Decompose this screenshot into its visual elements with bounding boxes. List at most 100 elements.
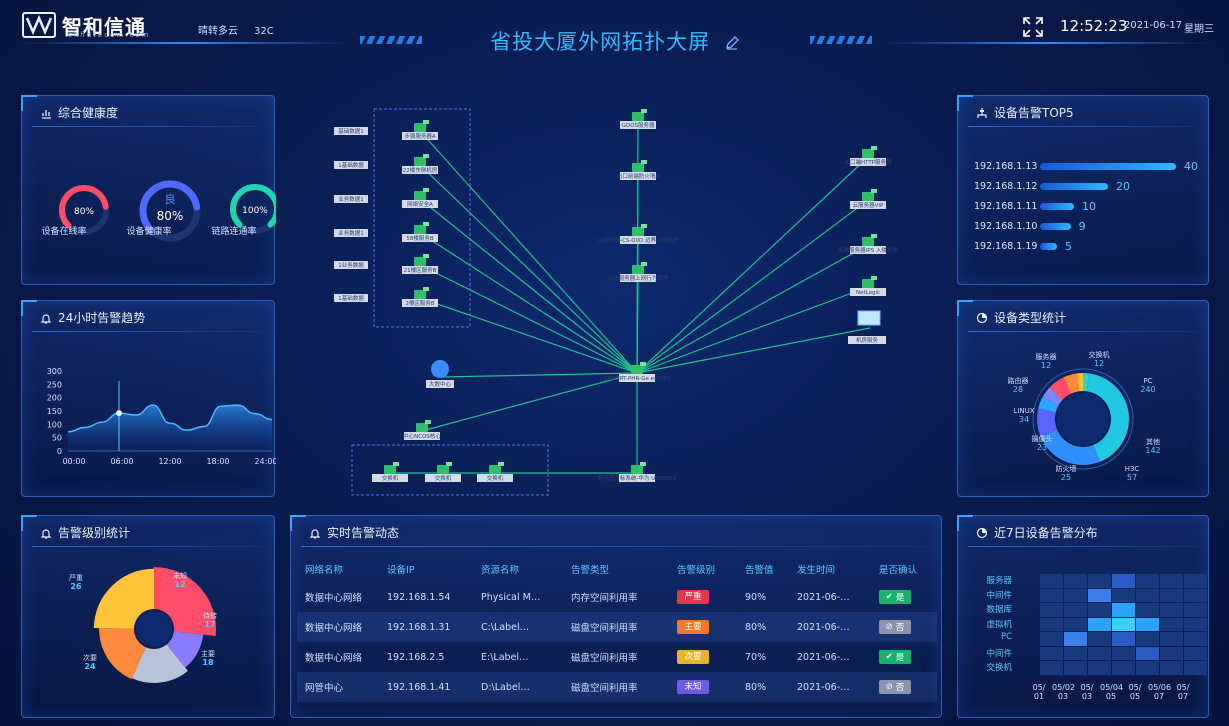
heat-cell[interactable] [1040, 632, 1063, 646]
device-node[interactable]: 云服务器VIP [850, 189, 886, 209]
device-node[interactable]: 步骤服务器A [402, 120, 438, 140]
heat-cell[interactable] [1112, 661, 1135, 675]
heat-cell[interactable] [1040, 588, 1063, 602]
heat-cell[interactable] [1064, 617, 1087, 631]
heat-cell[interactable] [1088, 574, 1111, 588]
device-node[interactable]: 22楼东侧机房 [402, 154, 438, 174]
heat-cell[interactable] [1040, 661, 1063, 675]
heat-cell[interactable] [1064, 661, 1087, 675]
pie-slice[interactable] [1049, 377, 1072, 400]
heat-cell[interactable] [1136, 603, 1159, 617]
heat-cell[interactable] [1112, 588, 1135, 602]
heat-cell[interactable] [1136, 617, 1159, 631]
device-node[interactable]: 21楼区服务B [402, 254, 438, 274]
device-node[interactable]: 云服务器-CS-D0D 边界入侵防护 [598, 224, 679, 244]
switch-node[interactable]: 交换机 [372, 462, 408, 482]
pie-slice[interactable] [1037, 408, 1058, 437]
heat-cell[interactable] [1112, 632, 1135, 646]
core-switch-node[interactable]: SPECIRT-PHR-Ge e-3750 [604, 362, 671, 382]
pie-slice[interactable] [1086, 373, 1129, 462]
heat-cell[interactable] [1064, 574, 1087, 588]
heat-cell[interactable] [1088, 617, 1111, 631]
heat-cell[interactable] [1160, 574, 1183, 588]
heat-cell[interactable] [1184, 661, 1207, 675]
col-header[interactable]: 发生时间 [797, 565, 836, 576]
col-header[interactable]: 资源名称 [481, 565, 520, 576]
col-header[interactable]: 告警级别 [677, 565, 716, 576]
pie-slice[interactable] [1083, 373, 1090, 392]
heat-cell[interactable] [1184, 588, 1207, 602]
heat-cell[interactable] [1136, 632, 1159, 646]
device-node[interactable]: 网络安全A [402, 188, 438, 208]
heat-cell[interactable] [1088, 632, 1111, 646]
col-header[interactable]: 网络名称 [305, 565, 344, 576]
heat-cell[interactable] [1160, 588, 1183, 602]
device-node[interactable]: 58楼服务B [402, 222, 438, 242]
heat-cell[interactable] [1184, 617, 1207, 631]
pie-slice[interactable] [1038, 396, 1059, 413]
heat-cell[interactable] [1160, 632, 1183, 646]
pie-slice[interactable] [1040, 429, 1100, 465]
switch-node[interactable]: 交换机 [477, 462, 513, 482]
device-node[interactable]: 服务器目标系统-华为 US5655S [598, 462, 677, 482]
heat-cell[interactable] [1112, 617, 1135, 631]
heat-cell[interactable] [1088, 661, 1111, 675]
heat-cell[interactable] [1160, 617, 1183, 631]
pie-slice[interactable] [154, 567, 216, 637]
heat-cell[interactable] [1088, 646, 1111, 660]
device-node[interactable]: 出端服务器上网行为管理 [608, 262, 669, 282]
heat-cell[interactable] [1184, 574, 1207, 588]
ack-button[interactable]: ⊘否 [879, 680, 911, 694]
ack-button[interactable]: ✔是 [879, 590, 911, 604]
heat-cell[interactable] [1064, 603, 1087, 617]
device-node[interactable]: 出端服务器IPS 入侵检测 [838, 234, 898, 254]
cursor-point[interactable] [116, 410, 122, 417]
heat-cell[interactable] [1160, 646, 1183, 660]
edit-icon[interactable] [724, 35, 740, 51]
heat-cell[interactable] [1040, 646, 1063, 660]
device-node[interactable]: NetLogic [850, 276, 886, 296]
heat-cell[interactable] [1184, 603, 1207, 617]
device-node[interactable]: 出口前端防火墙A [617, 160, 660, 180]
device-node[interactable]: 出口端HTTP服务器 [844, 146, 892, 166]
heat-cell[interactable] [1136, 574, 1159, 588]
fullscreen-icon[interactable] [1022, 16, 1044, 38]
heat-cell[interactable] [1064, 632, 1087, 646]
heat-cell[interactable] [1112, 603, 1135, 617]
heat-cell[interactable] [1160, 661, 1183, 675]
heat-cell[interactable] [1040, 574, 1063, 588]
col-header[interactable]: 告警值 [745, 565, 774, 576]
heat-cell[interactable] [1184, 632, 1207, 646]
heat-cell[interactable] [1136, 588, 1159, 602]
heat-cell[interactable] [1088, 603, 1111, 617]
heat-cell[interactable] [1184, 646, 1207, 660]
heat-cell[interactable] [1064, 646, 1087, 660]
heat-cell[interactable] [1136, 646, 1159, 660]
pie-slice[interactable] [93, 568, 154, 629]
heat-cell[interactable] [1064, 588, 1087, 602]
col-header[interactable]: 设备IP [387, 565, 415, 576]
col-header[interactable]: 是否确认 [879, 565, 918, 576]
pie-slice[interactable] [1076, 373, 1083, 392]
pie-slice[interactable] [1063, 373, 1080, 394]
device-node[interactable]: GOOS服务器 [620, 109, 656, 129]
col-header[interactable]: 告警类型 [571, 565, 610, 576]
heat-cell[interactable] [1136, 661, 1159, 675]
server-icon[interactable]: 机房服务 [848, 310, 886, 344]
ack-button[interactable]: ⊘否 [879, 620, 911, 634]
pie-slice[interactable] [99, 628, 146, 680]
pie-slice[interactable] [166, 631, 204, 668]
heat-cell[interactable] [1112, 646, 1135, 660]
device-node[interactable]: 中心NCOS核心 [403, 420, 441, 440]
pie-slice[interactable] [1042, 387, 1063, 406]
device-node[interactable]: 2楼区服务B [402, 287, 438, 307]
